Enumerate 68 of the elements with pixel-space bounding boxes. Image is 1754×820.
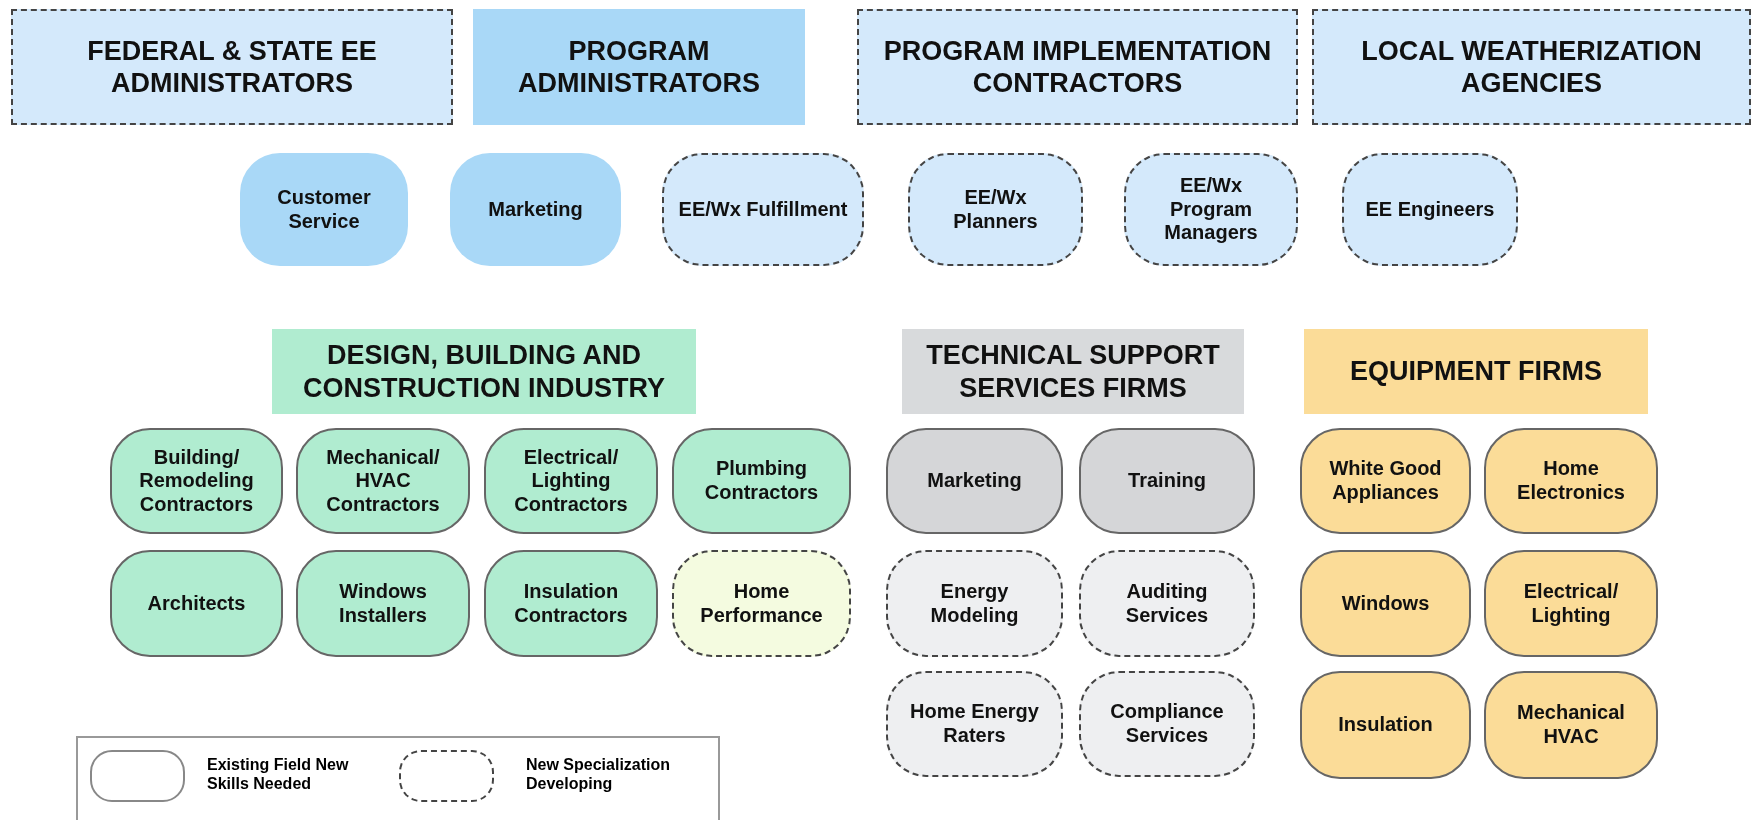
role-label: Auditing Services <box>1124 579 1210 628</box>
group-header-box <box>857 9 1298 125</box>
role-pill <box>1484 550 1658 657</box>
role-label: Energy Modeling <box>929 579 1020 628</box>
role-label: Electrical/ Lighting Contractors <box>513 445 629 517</box>
legend-text: Existing Field New Skills Needed <box>207 755 350 794</box>
role-pill <box>1079 550 1255 657</box>
role-pill <box>296 428 470 534</box>
group-header-box <box>11 9 453 125</box>
role-pill <box>296 550 470 657</box>
role-pill <box>1300 671 1471 779</box>
role-label: Mechanical HVAC <box>1516 701 1626 749</box>
role-label: Insulation <box>1338 713 1433 737</box>
role-pill <box>886 671 1063 777</box>
group-header-box <box>272 329 696 414</box>
role-pill <box>886 550 1063 657</box>
role-pill <box>1079 428 1255 534</box>
header-text: TECHNICAL SUPPORT SERVICES FIRMS <box>925 339 1221 404</box>
role-pill <box>484 428 658 534</box>
header-text: DESIGN, BUILDING AND CONSTRUCTION INDUSTRY <box>302 339 666 404</box>
role-label: Plumbing Contractors <box>703 457 820 505</box>
role-pill <box>484 550 658 657</box>
legend-text: New Specialization Developing <box>526 755 672 794</box>
role-pill <box>1484 428 1658 534</box>
group-header-box <box>1304 329 1648 414</box>
role-pill <box>240 153 408 266</box>
role-label: Electrical/ Lighting <box>1522 579 1620 628</box>
role-label: EE Engineers <box>1365 197 1495 222</box>
role-pill <box>1124 153 1298 266</box>
header-text: FEDERAL & STATE EE ADMINISTRATORS <box>86 34 378 100</box>
role-label: EE/Wx Program Managers <box>1163 174 1259 245</box>
group-header-box <box>902 329 1244 414</box>
role-pill <box>1300 550 1471 657</box>
role-label: EE/Wx Planners <box>952 185 1039 234</box>
role-label: Home Energy Raters <box>909 700 1040 748</box>
role-pill <box>110 550 283 657</box>
role-label: Mechanical/ HVAC Contractors <box>325 445 441 517</box>
role-pill <box>672 428 851 534</box>
header-text: EQUIPMENT FIRMS <box>1350 355 1602 388</box>
role-label: Windows <box>1341 591 1430 616</box>
role-pill <box>1342 153 1518 266</box>
role-pill <box>110 428 283 534</box>
role-label: Home Electronics <box>1516 457 1626 505</box>
role-pill <box>908 153 1083 266</box>
header-text: LOCAL WEATHERIZATION AGENCIES <box>1360 34 1703 100</box>
role-pill <box>886 428 1063 534</box>
role-label: White Good Appliances <box>1328 457 1443 505</box>
group-header-box <box>473 9 805 125</box>
role-pill <box>1079 671 1255 777</box>
header-text: PROGRAM ADMINISTRATORS <box>517 34 761 100</box>
role-label: Customer Service <box>276 185 372 234</box>
role-label: Insulation Contractors <box>513 579 629 628</box>
role-label: Home Performance <box>699 579 824 628</box>
role-label: Marketing <box>488 197 583 222</box>
group-header-box <box>1312 9 1751 125</box>
role-label: Architects <box>147 591 246 616</box>
role-pill <box>1484 671 1658 779</box>
role-label: EE/Wx Fulfillment <box>678 197 848 222</box>
role-label: Training <box>1128 469 1206 493</box>
role-label: Marketing <box>927 469 1022 493</box>
role-pill <box>672 550 851 657</box>
role-label: Compliance Services <box>1109 700 1225 748</box>
role-pill <box>662 153 864 266</box>
role-pill <box>1300 428 1471 534</box>
role-label: Windows Installers <box>338 579 428 628</box>
header-text: PROGRAM IMPLEMENTATION CONTRACTORS <box>882 34 1273 100</box>
role-pill <box>450 153 621 266</box>
role-label: Building/ Remodeling Contractors <box>138 445 255 517</box>
